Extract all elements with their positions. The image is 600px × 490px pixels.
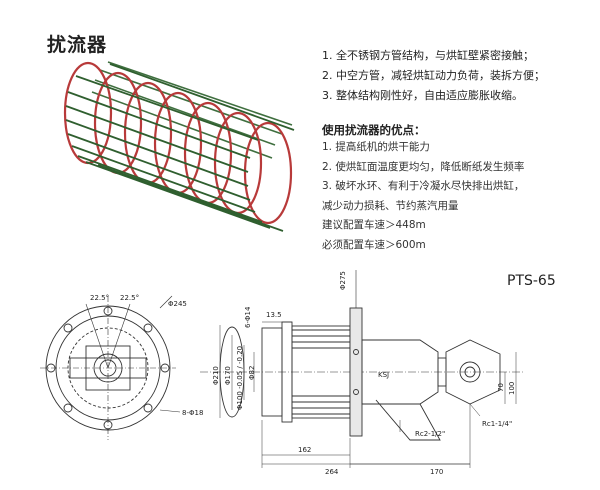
dim-d210: Φ210: [212, 366, 220, 385]
feature-item: 2. 中空方管，减轻烘缸动力负荷，装拆方便；: [322, 69, 545, 82]
advantage-item: 必须配置车速＞600m: [322, 238, 426, 251]
page-title: 扰流器: [47, 34, 108, 56]
advantage-item: 建议配置车速＞448m: [322, 219, 426, 231]
logo-text: KSJ: [378, 371, 389, 379]
dim-rc1: Rc1-1/4": [482, 420, 512, 428]
dim-angle-right: 22.5°: [120, 294, 139, 302]
dim-angle-left: 22.5°: [90, 294, 109, 302]
advantage-item: 3. 破坏水环、有利于冷凝水尽快排出烘缸，: [322, 180, 525, 192]
advantages-title: 使用扰流器的优点：: [322, 123, 426, 137]
dim-d162: 162: [298, 446, 311, 454]
advantages-list: 1. 提高纸机的烘干能力 2. 使烘缸面温度更均匀，降低断纸发生频率 3. 破坏…: [322, 138, 524, 255]
dim-d100b: 100: [508, 382, 516, 395]
dim-six-holes: 6-Φ14: [244, 306, 252, 328]
model-label: PTS-65: [507, 273, 556, 289]
advantage-item: 减少动力损耗、节约蒸汽用量: [322, 199, 459, 212]
spoiler-bar-cage-illustration: [63, 61, 295, 232]
dim-rc2: Rc2-1/2": [415, 430, 445, 438]
dim-d170: Φ170: [224, 366, 232, 385]
dim-d245: Φ245: [168, 300, 187, 308]
feature-item: 1. 全不锈钢方管结构，与烘缸壁紧密接触；: [322, 49, 534, 62]
dim-d170b: 170: [430, 468, 443, 476]
dim-d100: Φ100 -0.05 / -0.20: [236, 346, 244, 410]
advantage-item: 2. 使烘缸面温度更均匀，降低断纸发生频率: [322, 160, 525, 173]
side-view-drawing: [200, 270, 525, 468]
dim-d275: Φ275: [339, 271, 347, 290]
feature-list: 1. 全不锈钢方管结构，与烘缸壁紧密接触； 2. 中空方管，减轻烘缸动力负荷，装…: [322, 46, 545, 106]
dim-bolts: 8-Φ18: [182, 409, 203, 417]
dim-d82: Φ82: [248, 366, 256, 380]
advantage-item: 1. 提高纸机的烘干能力: [322, 141, 430, 153]
dim-d264: 264: [325, 468, 339, 476]
end-view-drawing: [40, 295, 181, 440]
dim-d135: 13.5: [266, 311, 282, 319]
feature-item: 3. 整体结构刚性好，自由适应膨胀收缩。: [322, 89, 523, 102]
dim-d70: 70: [497, 383, 505, 392]
